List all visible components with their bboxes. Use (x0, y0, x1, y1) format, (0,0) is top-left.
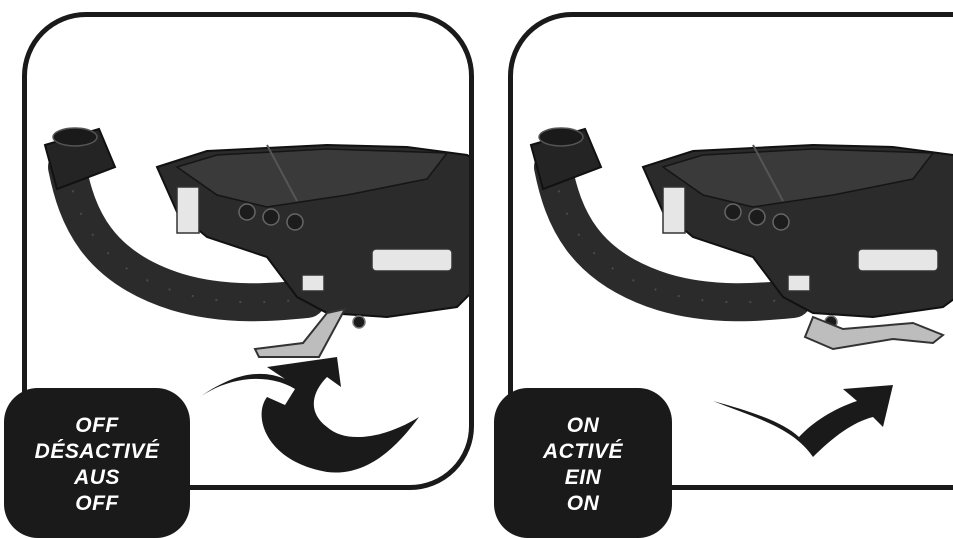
label-on-en: ON (567, 413, 600, 439)
label-off-en: OFF (75, 413, 119, 439)
control-button-2 (263, 209, 279, 225)
control-button-1 (725, 204, 741, 220)
brake-lever-up (805, 317, 943, 349)
control-button-1 (239, 204, 255, 220)
label-off-de: AUS (74, 465, 120, 491)
control-button-2 (749, 209, 765, 225)
label-on-other: ON (567, 491, 600, 517)
label-on-fr: ACTIVÉ (543, 439, 623, 465)
pivot-bolt (353, 316, 365, 328)
label-off-fr: DÉSACTIVÉ (35, 439, 160, 465)
label-on-de: EIN (565, 465, 602, 491)
control-button-3 (773, 214, 789, 230)
cross-bar (858, 249, 938, 271)
rotate-arrow-up (197, 357, 419, 473)
label-off-other: OFF (75, 491, 119, 517)
control-button-3 (287, 214, 303, 230)
cross-bar (372, 249, 452, 271)
rotate-arrow-right (713, 385, 893, 457)
